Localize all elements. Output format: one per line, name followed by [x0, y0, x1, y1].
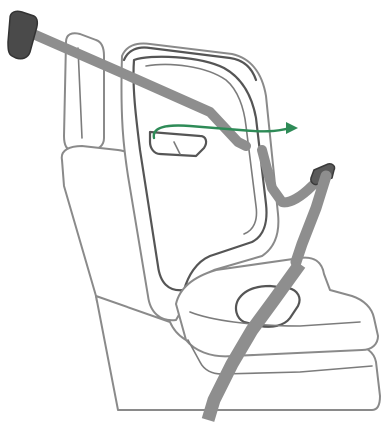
booster-seat-base — [176, 258, 378, 357]
d-ring-anchor-icon — [8, 11, 37, 59]
